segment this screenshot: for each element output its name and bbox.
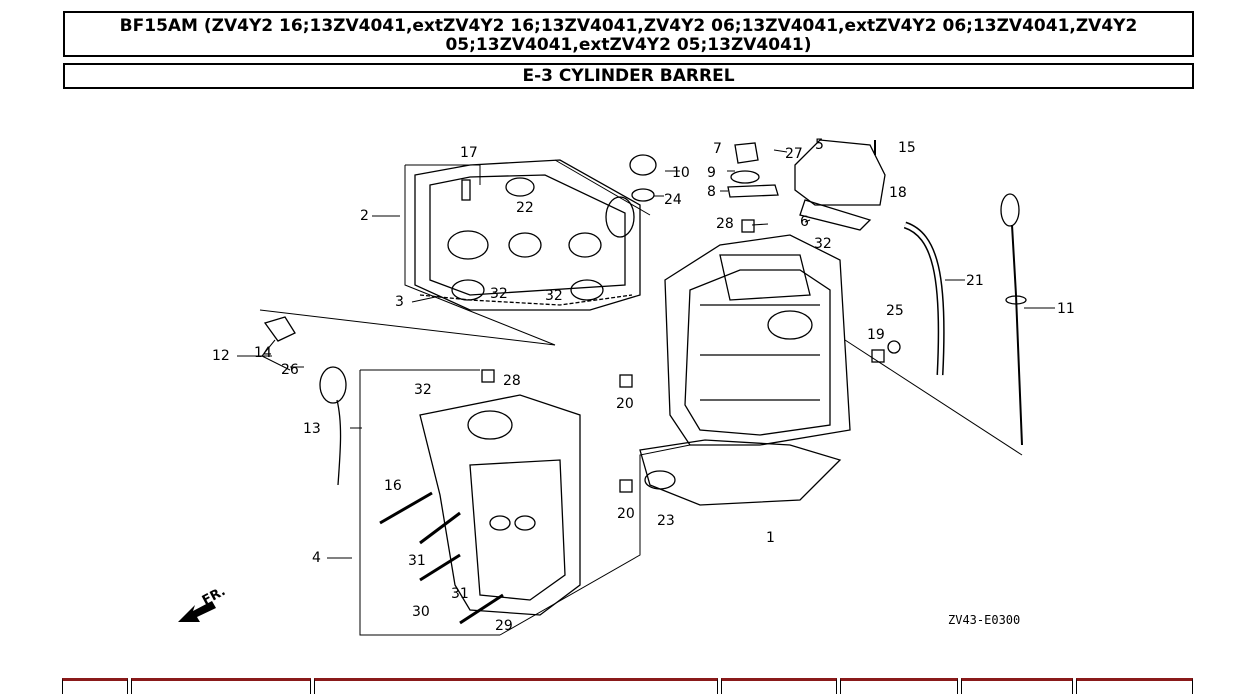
callout-5: 5 xyxy=(815,137,824,153)
callout-3: 3 xyxy=(395,294,404,310)
front-arrow-icon: FR. xyxy=(178,584,228,622)
callout-27: 27 xyxy=(785,146,803,162)
callout-24: 24 xyxy=(664,192,682,208)
callout-8: 8 xyxy=(707,184,716,200)
callout-15: 15 xyxy=(898,140,916,156)
callout-31b: 31 xyxy=(451,586,469,602)
callout-30: 30 xyxy=(412,604,430,620)
callout-32b: 32 xyxy=(545,288,563,304)
callout-16: 16 xyxy=(384,478,402,494)
callout-1: 1 xyxy=(766,530,775,546)
table-header-cell xyxy=(721,678,837,694)
callout-11: 11 xyxy=(1057,301,1075,317)
callout-29: 29 xyxy=(495,618,513,634)
callout-31a: 31 xyxy=(408,553,426,569)
callout-26: 26 xyxy=(281,362,299,378)
exploded-parts-diagram: 17 10 24 22 2 3 32 32 7 27 5 15 9 8 18 6… xyxy=(178,137,1075,636)
table-header-cell xyxy=(840,678,958,694)
callout-32a: 32 xyxy=(490,286,508,302)
page-title: BF15AM (ZV4Y2 16;13ZV4041,extZV4Y2 16;13… xyxy=(63,11,1194,57)
callout-17: 17 xyxy=(460,145,478,161)
section-title: E-3 CYLINDER BARREL xyxy=(63,63,1194,89)
callout-21: 21 xyxy=(966,273,984,289)
callout-9: 9 xyxy=(707,165,716,181)
callout-20a: 20 xyxy=(616,396,634,412)
table-header-cell xyxy=(131,678,311,694)
callout-12: 12 xyxy=(212,348,230,364)
callout-19: 19 xyxy=(867,327,885,343)
table-header-cell xyxy=(314,678,718,694)
callout-25: 25 xyxy=(886,303,904,319)
callout-13: 13 xyxy=(303,421,321,437)
table-header-cell xyxy=(62,678,128,694)
callout-18: 18 xyxy=(889,185,907,201)
callout-32c: 32 xyxy=(814,236,832,252)
parts-table-header xyxy=(62,678,1196,694)
callout-2: 2 xyxy=(360,208,369,224)
callout-14: 14 xyxy=(254,345,272,361)
callout-22: 22 xyxy=(516,200,534,216)
callout-28a: 28 xyxy=(716,216,734,232)
table-header-cell xyxy=(1076,678,1193,694)
table-header-cell xyxy=(961,678,1073,694)
drawing-code: ZV43-E0300 xyxy=(948,613,1020,627)
callout-4: 4 xyxy=(312,550,321,566)
callout-32d: 32 xyxy=(414,382,432,398)
callout-6: 6 xyxy=(800,214,809,230)
callout-20b: 20 xyxy=(617,506,635,522)
callout-28b: 28 xyxy=(503,373,521,389)
callout-10: 10 xyxy=(672,165,690,181)
callout-7: 7 xyxy=(713,141,722,157)
callout-23: 23 xyxy=(657,513,675,529)
